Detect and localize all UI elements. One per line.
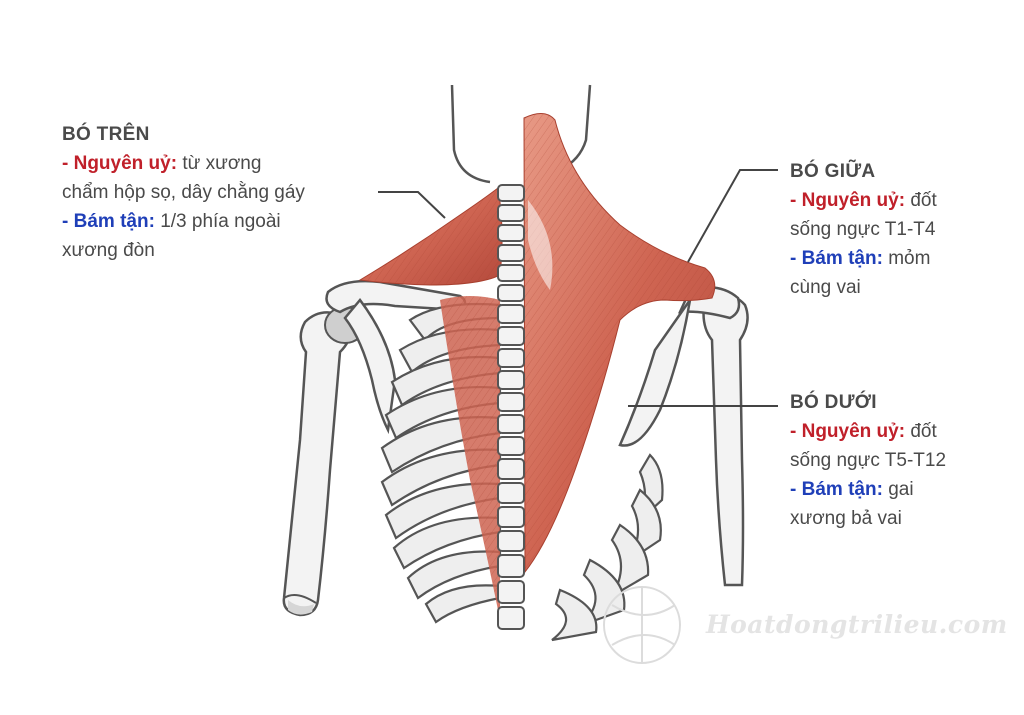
origin-text: chẩm hộp sọ, dây chằng gáy	[62, 182, 305, 203]
label-title: BÓ TRÊN	[62, 124, 150, 145]
origin-text: đốt	[910, 421, 937, 442]
full-trapezius-muscle	[523, 113, 716, 574]
insertion-text: xương đòn	[62, 240, 155, 261]
origin-key: - Nguyên uỷ:	[62, 153, 178, 174]
humerus-left	[282, 306, 366, 617]
shoulder-girdle	[325, 279, 741, 447]
insertion-text: gai	[888, 479, 914, 500]
insertion-text: cùng vai	[790, 277, 861, 298]
leader-lines	[378, 169, 778, 407]
label-middle-trapezius: BÓ GIỮA - Nguyên uỷ: đốt sống ngực T1-T4…	[790, 157, 937, 302]
insertion-text: mỏm	[888, 248, 931, 269]
insertion-text: 1/3 phía ngoài	[160, 211, 281, 232]
label-upper-trapezius: BÓ TRÊN - Nguyên uỷ: từ xương chẩm hộp s…	[62, 120, 305, 265]
watermark-text: Hoatdongtrilieu.com	[706, 610, 1008, 639]
insertion-key: - Bám tận:	[790, 479, 883, 500]
insertion-key: - Bám tận:	[790, 248, 883, 269]
label-title: BÓ GIỮA	[790, 161, 876, 182]
humerus-right	[702, 293, 749, 587]
insertion-text: xương bả vai	[790, 508, 902, 529]
origin-text: từ xương	[182, 153, 262, 174]
origin-text: sống ngực T5-T12	[790, 450, 947, 471]
leader-line-middle	[687, 169, 778, 263]
origin-text: sống ngực T1-T4	[790, 219, 936, 240]
leader-line-upper	[378, 191, 446, 219]
origin-key: - Nguyên uỷ:	[790, 190, 906, 211]
label-lower-trapezius: BÓ DƯỚI - Nguyên uỷ: đốt sống ngực T5-T1…	[790, 388, 946, 533]
origin-text: đốt	[910, 190, 937, 211]
upper-trapezius-muscle	[358, 187, 503, 620]
label-title: BÓ DƯỚI	[790, 392, 877, 413]
watermark-logo-icon	[603, 586, 681, 664]
vertebral-column	[497, 184, 525, 630]
insertion-key: - Bám tận:	[62, 211, 155, 232]
origin-key: - Nguyên uỷ:	[790, 421, 906, 442]
